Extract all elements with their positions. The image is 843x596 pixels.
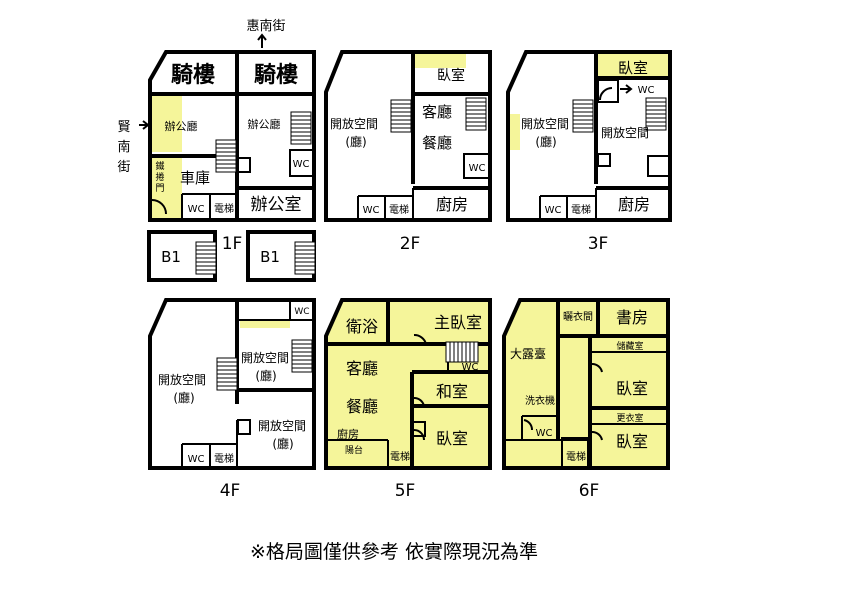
- floor-label-4f: 4F: [220, 481, 241, 501]
- office-hall-b-label: 辦公廳: [248, 117, 281, 131]
- floor-label-1f: 1F: [222, 234, 243, 254]
- study-label: 書房: [616, 308, 648, 327]
- balcony-label: 陽台: [345, 444, 363, 456]
- bedroom-label: 臥室: [616, 379, 648, 398]
- bedroom-label: 臥室: [436, 429, 468, 448]
- floor-label-3f: 3F: [588, 234, 609, 254]
- open-space-label: 開放空間: [258, 418, 306, 433]
- svg-text:賢: 賢: [117, 120, 130, 135]
- svg-text:門: 門: [155, 183, 164, 194]
- wc-label: WC: [363, 205, 380, 216]
- floor-3f: 臥室 WC 開放空間 (廳) 開放空間 WC 電梯 廚房 3F: [506, 50, 672, 254]
- arcade-left-label: 騎樓: [171, 63, 215, 88]
- svg-text:捲: 捲: [155, 171, 164, 183]
- street-left-label: 賢 南 街: [117, 120, 130, 175]
- elevator-label: 電梯: [389, 203, 409, 216]
- hall-note-label: (廳): [272, 436, 293, 451]
- open-space-label: 開放空間: [158, 372, 206, 387]
- west-arrow-icon: [139, 120, 150, 130]
- bathroom-label: 衛浴: [346, 317, 378, 336]
- disclaimer-note: ※格局圖僅供參考 依實際現況為準: [250, 541, 538, 563]
- open-space-label: 開放空間: [521, 116, 569, 131]
- terrace-label: 大露臺: [510, 346, 546, 361]
- street-top-label: 惠南街: [246, 18, 285, 34]
- floor-6f: 曬衣間 書房 大露臺 儲藏室 臥室 洗衣機 更衣室 WC 臥室 電梯 6F: [502, 298, 670, 501]
- dining-room-label: 餐廳: [346, 397, 378, 416]
- floor-label-6f: 6F: [579, 481, 600, 501]
- wc-label: WC: [293, 159, 310, 170]
- elevator-label: 電梯: [214, 452, 234, 465]
- bedroom-label: 臥室: [618, 59, 648, 77]
- hall-note-label: (廳): [535, 134, 556, 149]
- elevator-label: 電梯: [571, 203, 591, 216]
- garage-label: 車庫: [180, 169, 210, 187]
- kitchen-label: 廚房: [436, 195, 468, 214]
- floor-5f: 衛浴 主臥室 客廳 WC 和室 餐廳 廚房 陽台 電梯 臥室 5F: [324, 298, 492, 501]
- elevator-label: 電梯: [390, 450, 410, 463]
- bedroom-label: 臥室: [437, 67, 465, 84]
- office-hall-a-label: 辦公廳: [165, 119, 198, 133]
- floor-1f: 騎樓 騎樓 辦公廳 辦公廳 車庫 鐵 捲 門 WC WC 電梯 辦公室 1F B…: [147, 50, 316, 282]
- living-room-label: 客廳: [422, 103, 452, 121]
- b1-right-label: B1: [260, 248, 280, 266]
- bedroom-label: 臥室: [616, 432, 648, 451]
- wc-label: WC: [638, 85, 655, 96]
- office-label: 辦公室: [251, 195, 302, 215]
- kitchen-label: 廚房: [337, 427, 359, 441]
- wc-label: WC: [545, 205, 562, 216]
- open-space-label: 開放空間: [330, 116, 378, 131]
- wc-label: WC: [294, 307, 309, 317]
- elevator-label: 電梯: [214, 202, 234, 215]
- svg-text:街: 街: [117, 160, 130, 175]
- wc-label: WC: [188, 204, 205, 215]
- floor-label-5f: 5F: [395, 481, 416, 501]
- kitchen-label: 廚房: [618, 195, 650, 214]
- wc-arrow-icon: [620, 84, 633, 94]
- master-bedroom-label: 主臥室: [434, 313, 482, 332]
- north-arrow-icon: [257, 33, 267, 48]
- dining-room-label: 餐廳: [422, 134, 452, 152]
- floor-label-2f: 2F: [400, 234, 421, 254]
- elevator-label: 電梯: [566, 450, 586, 463]
- wc-label: WC: [469, 163, 486, 174]
- wc-label: WC: [462, 362, 479, 373]
- svg-text:鐵: 鐵: [155, 160, 164, 172]
- hall-note-label: (廳): [173, 390, 194, 405]
- b1-left-label: B1: [161, 248, 181, 266]
- arcade-right-label: 騎樓: [254, 63, 298, 88]
- svg-text:南: 南: [117, 139, 130, 155]
- drying-room-label: 曬衣間: [563, 310, 593, 323]
- storage-room-label: 儲藏室: [616, 340, 643, 352]
- washer-label: 洗衣機: [525, 394, 555, 407]
- hall-note-label: (廳): [345, 134, 366, 149]
- dressing-room-label: 更衣室: [616, 412, 643, 424]
- open-space-label: 開放空間: [241, 350, 289, 365]
- living-room-label: 客廳: [346, 359, 378, 378]
- floor-4f: WC 開放空間 (廳) 開放空間 (廳) 開放空間 (廳) WC 電梯 4F: [148, 298, 316, 501]
- japanese-room-label: 和室: [436, 382, 468, 401]
- floor-2f: 開放空間 (廳) 臥室 客廳 餐廳 WC WC 電梯 廚房 2F: [324, 50, 492, 254]
- wc-label: WC: [536, 428, 553, 439]
- wc-label: WC: [188, 454, 205, 465]
- hall-note-label: (廳): [255, 368, 276, 383]
- open-space-label: 開放空間: [601, 125, 649, 140]
